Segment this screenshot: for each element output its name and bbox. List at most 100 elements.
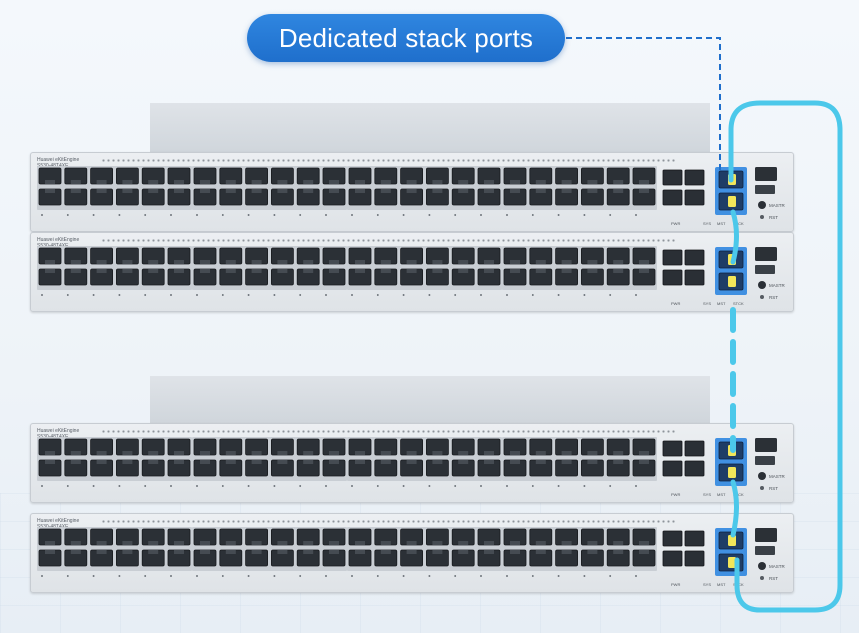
port-latch xyxy=(510,541,520,545)
port-latch xyxy=(613,550,624,554)
port-latch xyxy=(122,550,133,554)
port-latch xyxy=(484,451,494,455)
port-latch xyxy=(484,541,494,545)
status-label: STCK xyxy=(733,221,744,226)
port-latch xyxy=(45,269,55,273)
stack-connector xyxy=(728,557,736,568)
status-label: MST xyxy=(717,492,726,497)
port-latch xyxy=(70,189,81,193)
port-latch xyxy=(174,460,184,464)
port-latch xyxy=(355,260,365,264)
port-latch xyxy=(458,541,469,545)
port-latch xyxy=(587,189,598,193)
port-latch xyxy=(458,180,469,184)
port-latch xyxy=(200,180,210,184)
port-latch xyxy=(613,260,624,264)
port-latch xyxy=(355,269,365,273)
port-led xyxy=(273,294,276,296)
port-latch xyxy=(510,451,520,455)
sfp-port xyxy=(684,550,705,567)
port-latch xyxy=(432,180,443,184)
stack-connector xyxy=(728,276,736,287)
port-latch xyxy=(303,451,314,455)
port-led xyxy=(41,485,43,487)
stack-connector xyxy=(728,535,736,546)
switch-4: Huawei eKitEngineS530-48T4XEMASTRRSTPWRS… xyxy=(30,513,794,593)
port-latch xyxy=(613,541,624,545)
port-latch xyxy=(45,451,55,455)
port-latch xyxy=(561,189,572,193)
status-label: PWR xyxy=(671,301,680,306)
port-latch xyxy=(96,260,107,264)
brand-name: Huawei eKitEngine xyxy=(37,237,80,243)
port-led xyxy=(118,294,121,296)
port-latch xyxy=(380,180,391,184)
port-led xyxy=(221,485,224,487)
port-latch xyxy=(174,189,184,193)
port-latch xyxy=(561,550,572,554)
port-latch xyxy=(277,451,288,455)
port-latch xyxy=(251,269,262,273)
console-port xyxy=(755,167,777,181)
port-latch xyxy=(45,541,55,545)
port-latch xyxy=(432,541,443,545)
port-latch xyxy=(458,460,469,464)
port-latch xyxy=(122,460,133,464)
sfp-port xyxy=(662,440,683,457)
port-led xyxy=(299,294,302,296)
switch-3-top-surface xyxy=(150,376,710,425)
port-led xyxy=(299,214,302,216)
rst-label: RST xyxy=(769,295,778,300)
port-latch xyxy=(484,260,494,264)
port-latch xyxy=(251,189,262,193)
port-latch xyxy=(406,260,417,264)
sfp-port xyxy=(662,269,683,286)
port-led xyxy=(351,485,353,487)
port-latch xyxy=(510,260,520,264)
port-led xyxy=(609,485,612,487)
port-latch xyxy=(200,460,210,464)
status-label: PWR xyxy=(671,582,680,587)
port-latch xyxy=(535,451,546,455)
port-latch xyxy=(96,269,107,273)
rst-label: RST xyxy=(769,486,778,491)
port-led xyxy=(506,214,508,216)
sfp-port xyxy=(684,169,705,186)
port-latch xyxy=(406,451,417,455)
port-latch xyxy=(329,550,339,554)
port-latch xyxy=(329,260,339,264)
status-label: MST xyxy=(717,582,726,587)
stack-connector xyxy=(728,445,736,456)
port-latch xyxy=(303,180,314,184)
port-latch xyxy=(535,189,546,193)
port-led xyxy=(144,294,147,296)
port-led xyxy=(351,575,353,577)
port-led xyxy=(635,294,637,296)
mode-button xyxy=(758,562,766,570)
port-led xyxy=(402,214,405,216)
port-latch xyxy=(303,541,314,545)
port-latch xyxy=(251,451,262,455)
port-latch xyxy=(174,269,184,273)
port-led xyxy=(299,485,302,487)
port-latch xyxy=(639,550,649,554)
port-latch xyxy=(174,260,184,264)
port-latch xyxy=(45,260,55,264)
mastr-label: MASTR xyxy=(769,283,786,288)
port-latch xyxy=(277,550,288,554)
port-led xyxy=(66,214,69,216)
port-latch xyxy=(380,189,391,193)
port-latch xyxy=(96,451,107,455)
port-latch xyxy=(70,460,81,464)
port-latch xyxy=(122,269,133,273)
port-latch xyxy=(70,269,81,273)
sfp-port xyxy=(684,269,705,286)
port-latch xyxy=(613,180,624,184)
port-latch xyxy=(535,269,546,273)
sfp-port xyxy=(684,460,705,477)
port-latch xyxy=(122,541,133,545)
port-latch xyxy=(45,460,55,464)
port-latch xyxy=(225,189,236,193)
